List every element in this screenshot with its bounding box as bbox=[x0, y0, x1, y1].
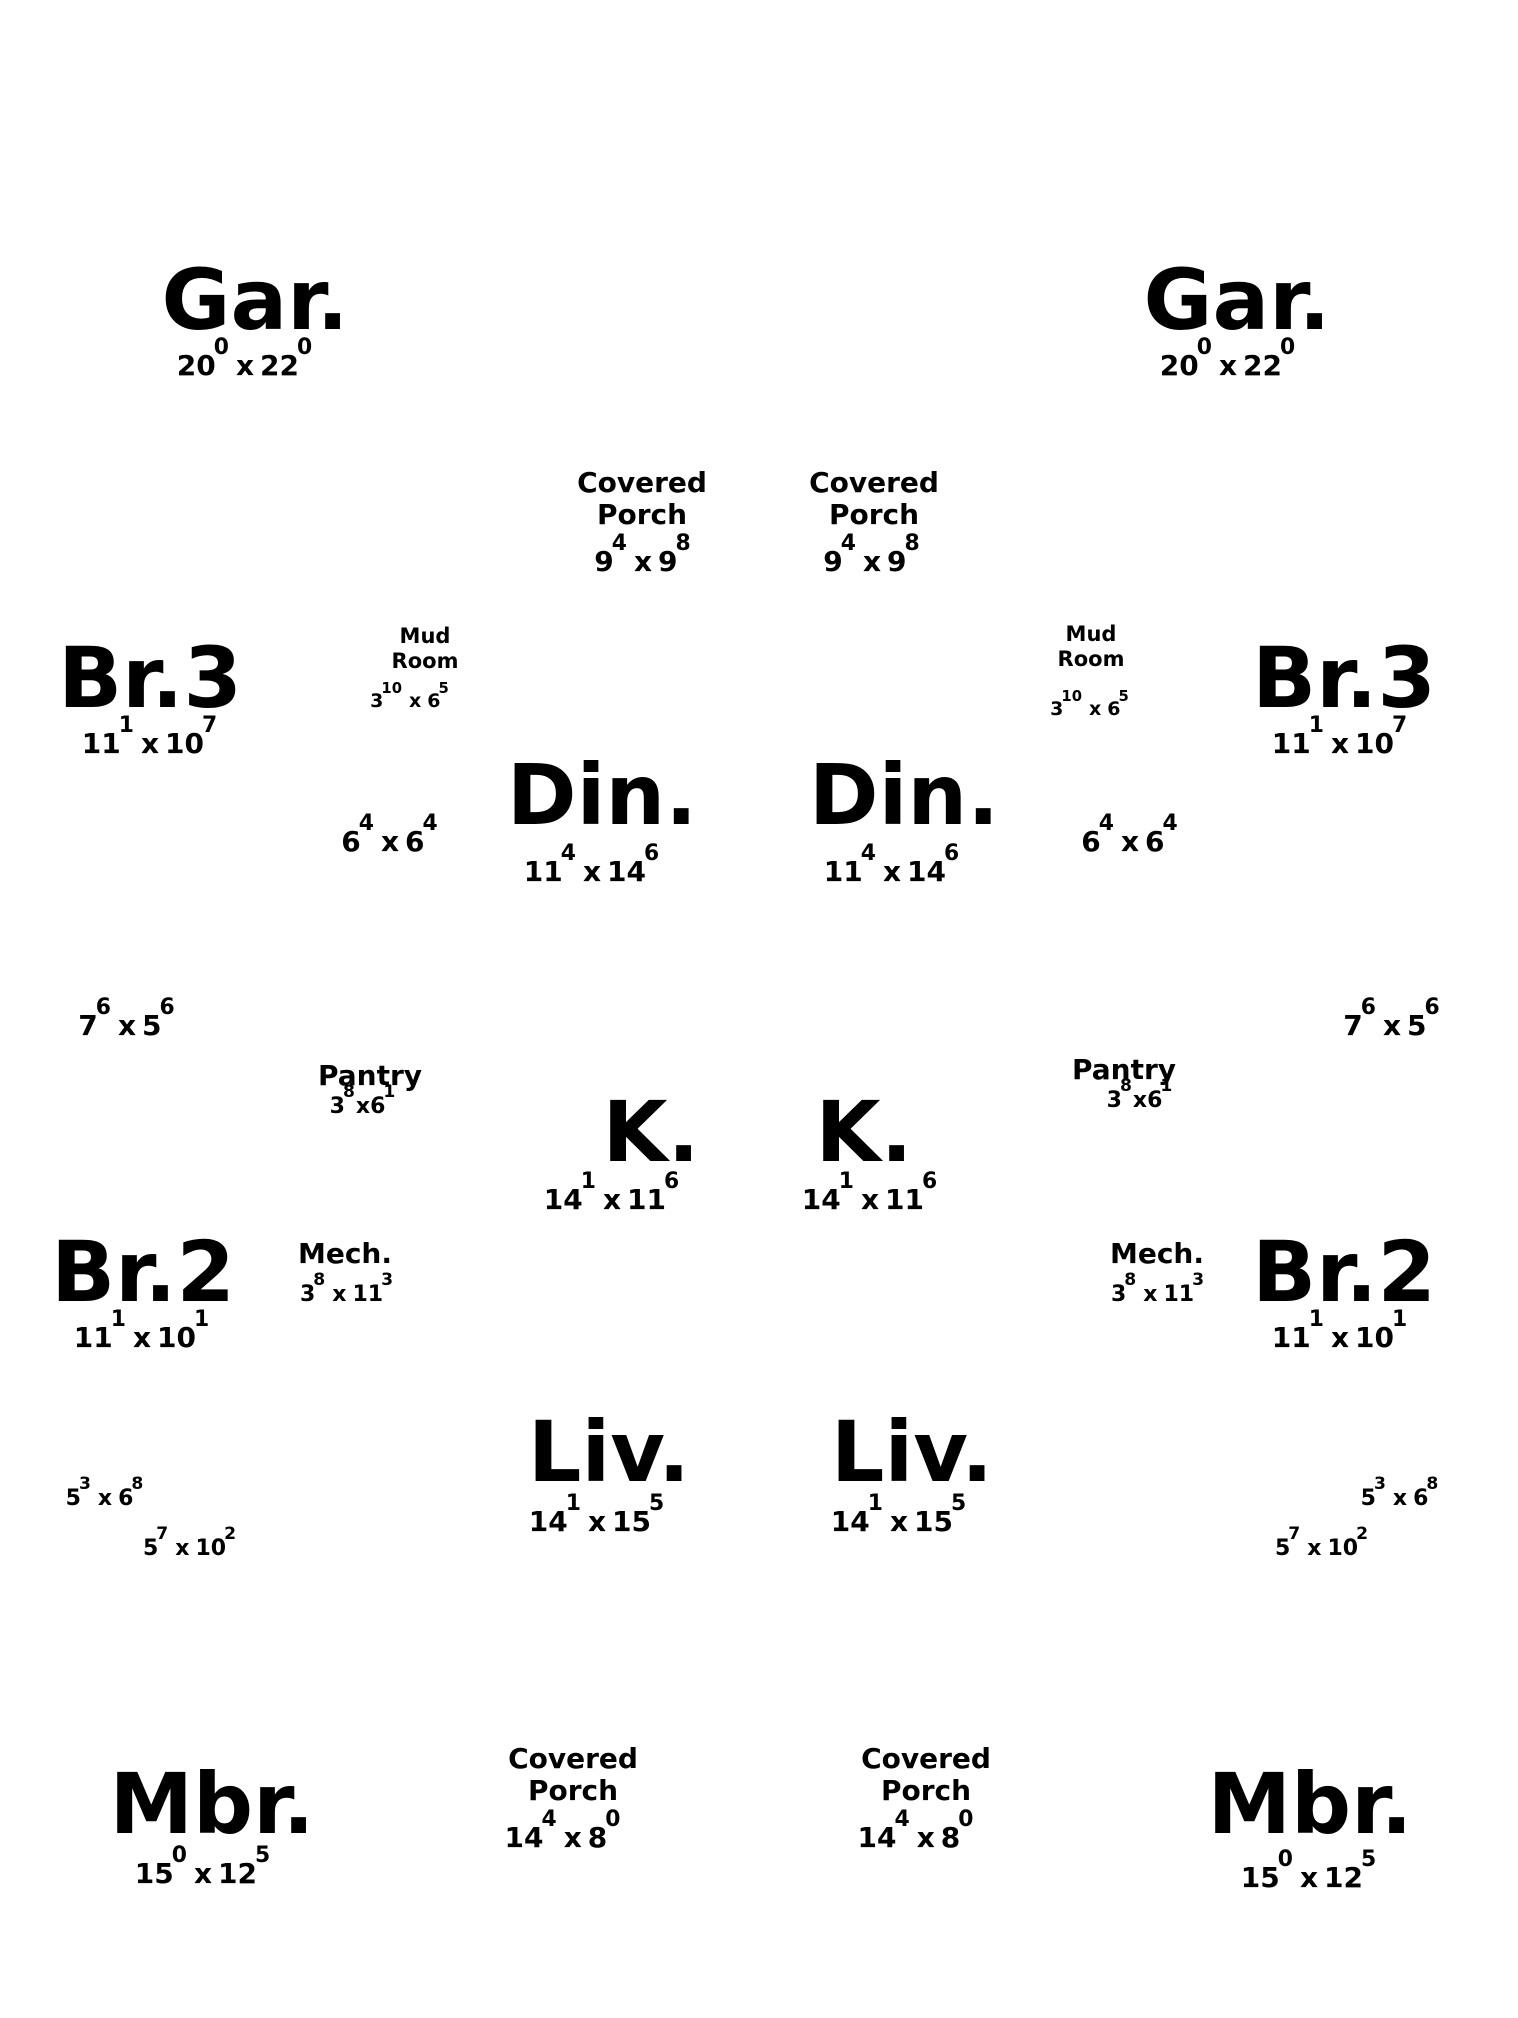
mechanical-left-label: Mech. bbox=[297, 1237, 393, 1270]
pantry-right-label: Pantry bbox=[1071, 1053, 1177, 1086]
kitchen-right-label: K. bbox=[815, 1083, 913, 1181]
bedroom-2-right-label: Br.2 bbox=[1252, 1223, 1436, 1321]
master-bedroom-left-label: Mbr. bbox=[109, 1755, 315, 1853]
garage-left-label: Gar. bbox=[161, 251, 349, 349]
kitchen-left-label: K. bbox=[602, 1083, 700, 1181]
bedroom-2-left-label: Br.2 bbox=[51, 1223, 235, 1321]
bedroom-3-right-label: Br.3 bbox=[1252, 629, 1436, 727]
pantry-left-dimensions: 38x61 bbox=[329, 1081, 396, 1119]
dining-left-label: Din. bbox=[506, 746, 698, 844]
pantry-left-label: Pantry bbox=[317, 1059, 423, 1092]
master-bedroom-right-label: Mbr. bbox=[1207, 1755, 1413, 1853]
garage-right-label: Gar. bbox=[1143, 251, 1331, 349]
dining-right-label: Din. bbox=[808, 746, 1000, 844]
living-left-label: Liv. bbox=[527, 1403, 691, 1501]
living-right-label: Liv. bbox=[830, 1403, 994, 1501]
mechanical-right-label: Mech. bbox=[1109, 1237, 1205, 1270]
pantry-right-dimensions: 38x61 bbox=[1106, 1075, 1173, 1113]
bedroom-3-left-label: Br.3 bbox=[58, 629, 242, 727]
